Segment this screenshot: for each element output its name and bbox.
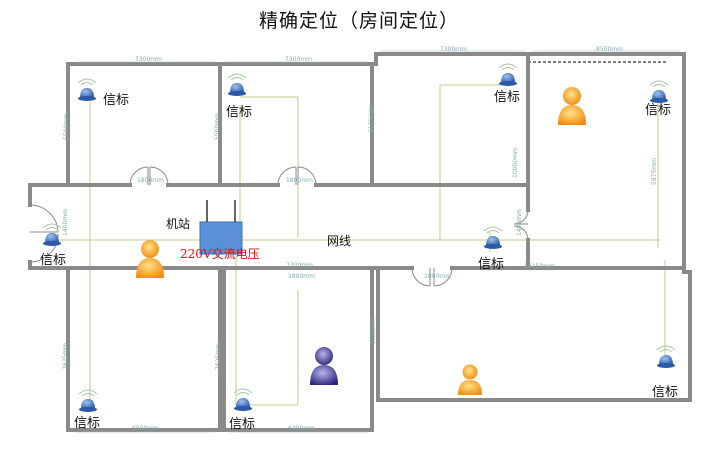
dimension-label: 7300mm (285, 56, 312, 63)
power-label: 220V交流电压 (180, 247, 260, 261)
beacon-label: 信标 (652, 385, 679, 400)
dimension-label: 1800mm (286, 177, 313, 184)
walls (28, 52, 692, 432)
doors (29, 166, 529, 287)
dimension-label: 1800mm (137, 177, 164, 184)
dimension-label: 8500mm (596, 46, 623, 53)
person-purple-icon (310, 347, 338, 385)
dimension-label: 5875mm (651, 158, 658, 185)
dimension-label: 10000mm (512, 147, 519, 178)
beacon-icon (656, 345, 676, 369)
beacon-label: 信标 (40, 253, 67, 268)
beacon-label: 信标 (645, 103, 672, 118)
dimension-label: 1800mm (424, 273, 451, 280)
beacon-icon (233, 388, 253, 412)
dimension-label: 6125mm (370, 318, 377, 345)
beacon-label: 信标 (494, 90, 521, 105)
page-title: 精确定位（房间定位） (258, 10, 459, 32)
person-orange-icon (136, 240, 164, 278)
dimension-label: 7625mm (215, 343, 222, 370)
dimension-lines (75, 50, 680, 433)
beacon-label: 信标 (226, 105, 253, 120)
beacon-label: 信标 (478, 257, 505, 272)
dimension-label: 5500mm (63, 113, 70, 140)
dimension-label: 7300mm (135, 56, 162, 63)
dimension-label: 1400mm (62, 209, 69, 236)
person-orange-icon (558, 87, 586, 125)
beacon-icon (78, 389, 98, 413)
dimension-label: 6400mm (288, 425, 315, 432)
person-orange-icon (458, 364, 482, 395)
beacon-icon (227, 73, 247, 97)
network-cable-label: 网线 (327, 234, 352, 248)
beacon-icon (483, 226, 503, 250)
beacon-icon (498, 63, 518, 87)
beacon-label: 信标 (103, 93, 130, 108)
dimension-label: 6125mm (368, 106, 375, 133)
dimension-label: 7625mm (62, 343, 69, 370)
dimension-label: 7300mm (440, 46, 467, 53)
dimension-label: 1400mm (516, 209, 523, 236)
base-station-label: 机站 (166, 217, 191, 231)
dimension-label: 6500mm (132, 425, 159, 432)
dimension-label: 7300mm (286, 262, 313, 269)
beacon-label: 信标 (229, 417, 256, 432)
dimension-label: 1800mm (288, 273, 315, 280)
dimension-label: 14150mm (524, 263, 555, 270)
dimension-label: 5500mm (214, 113, 221, 140)
beacon-icon (77, 78, 97, 102)
base-station (199, 200, 243, 255)
beacon-label: 信标 (74, 416, 101, 431)
